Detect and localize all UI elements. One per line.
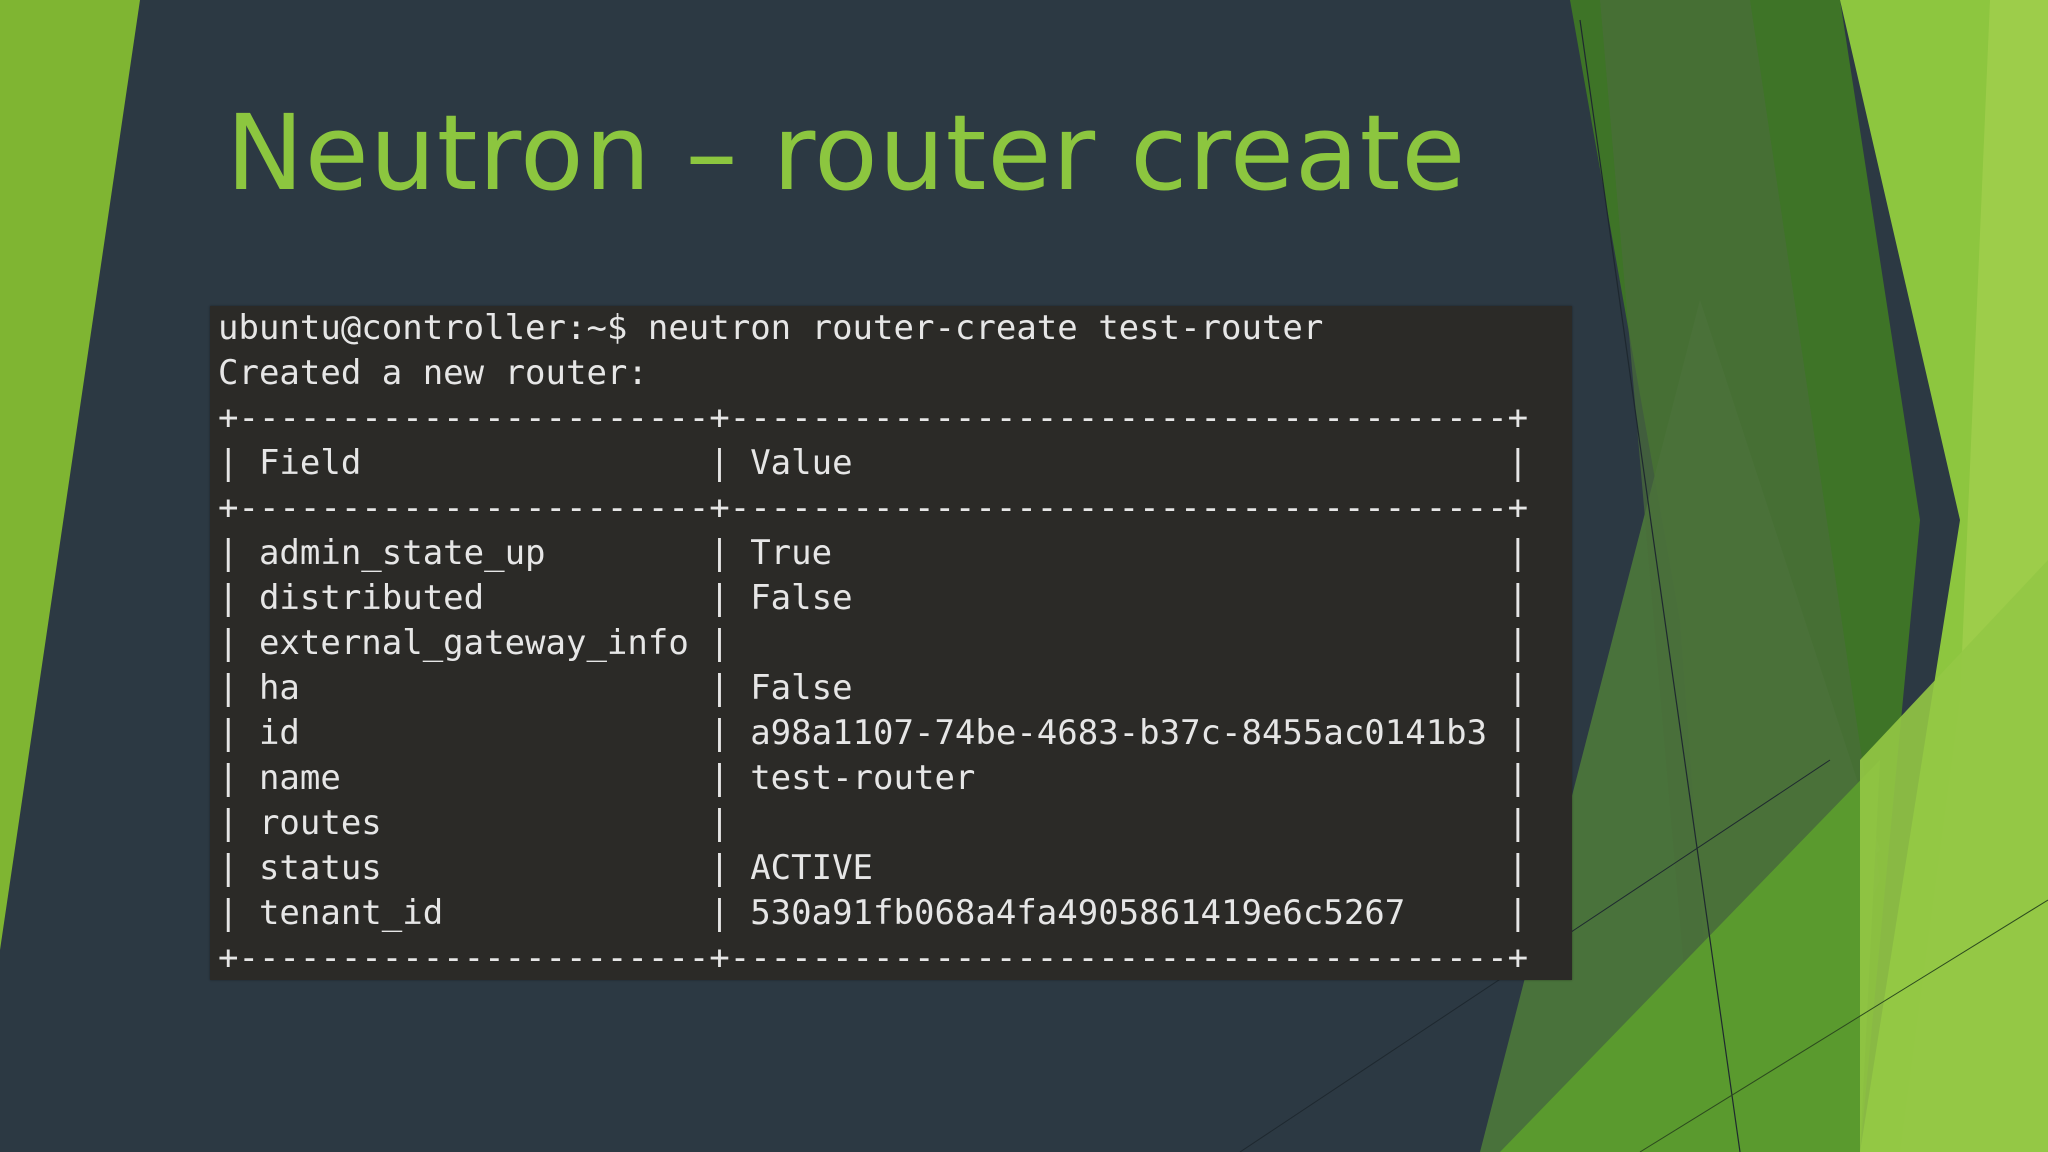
slide-title: Neutron – router create [226, 92, 1467, 214]
table-border: +-----------------------+---------------… [218, 488, 1529, 528]
bottom-right-light-shape [1860, 560, 2048, 1152]
table-row: | name | test-router | [218, 758, 1529, 798]
table-row: | id | a98a1107-74be-4683-b37c-8455ac014… [218, 713, 1529, 753]
terminal-status-line: Created a new router: [218, 353, 648, 393]
table-row: | external_gateway_info | | [218, 623, 1529, 663]
bottom-green-shape [1500, 760, 1880, 1152]
table-row: | routes | | [218, 803, 1529, 843]
table-border: +-----------------------+---------------… [218, 938, 1529, 978]
table-row: | tenant_id | 530a91fb068a4fa4905861419e… [218, 893, 1529, 933]
left-green-shape [0, 0, 140, 950]
table-border: +-----------------------+---------------… [218, 398, 1529, 438]
table-header-row: | Field | Value | [218, 443, 1529, 483]
table-row: | distributed | False | [218, 578, 1529, 618]
table-row: | status | ACTIVE | [218, 848, 1529, 888]
terminal-prompt-line: ubuntu@controller:~$ neutron router-crea… [218, 308, 1324, 348]
terminal-output: ubuntu@controller:~$ neutron router-crea… [218, 306, 1528, 981]
terminal-window: ubuntu@controller:~$ neutron router-crea… [210, 306, 1572, 980]
table-row: | admin_state_up | True | [218, 533, 1529, 573]
table-row: | ha | False | [218, 668, 1529, 708]
